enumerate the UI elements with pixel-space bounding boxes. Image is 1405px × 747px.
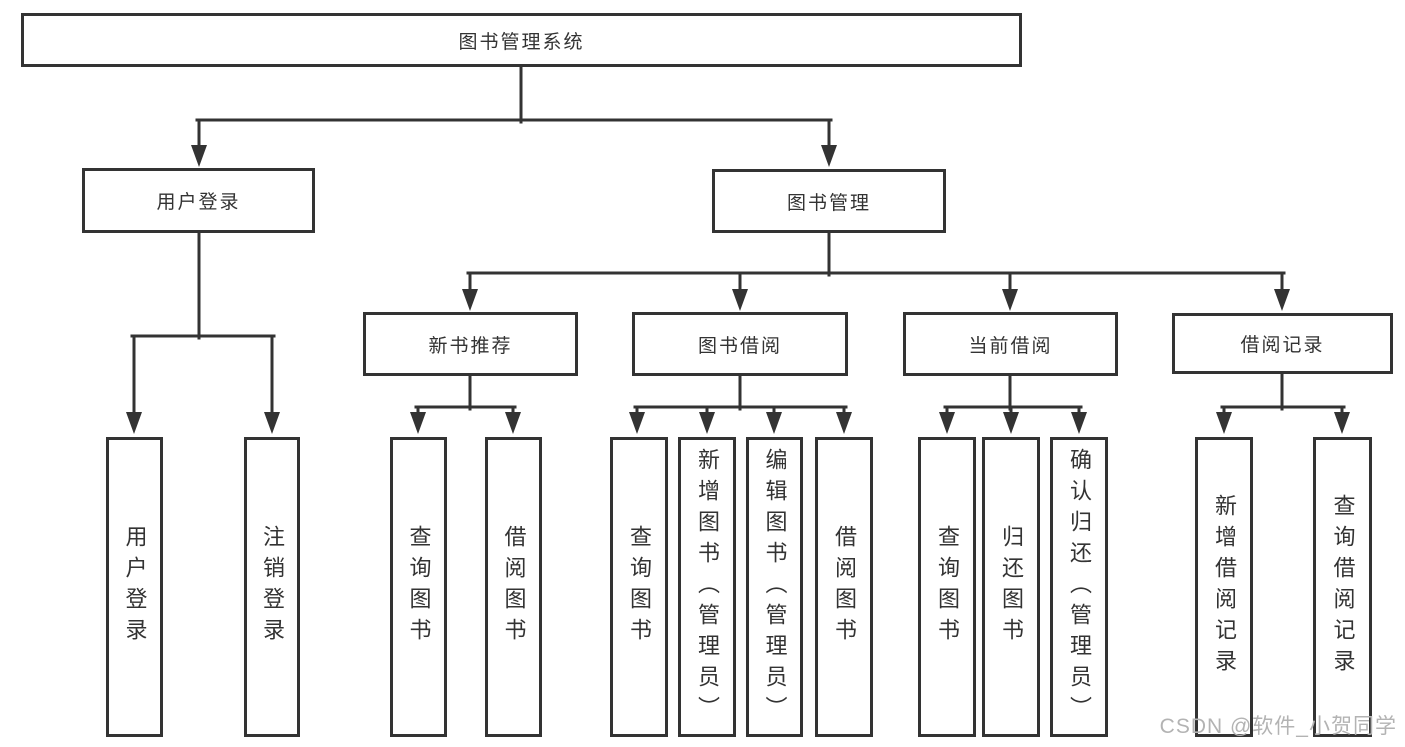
node-label: 图书管理系统 [458,31,585,53]
node-label: 借阅图书 [501,525,527,649]
node-label: 图书借阅 [697,335,782,357]
node-leaf-edit-books-admin: 编辑图书（管理员） [746,437,803,737]
node-book-management: 图书管理 [712,169,946,233]
node-label: 用户登录 [156,192,241,213]
node-leaf-query-books-borrowing: 查询图书 [610,437,668,737]
node-leaf-borrow-books-recommend: 借阅图书 [485,437,542,737]
node-label: 图书管理 [786,192,871,214]
node-user-login: 用户登录 [82,168,315,233]
node-leaf-borrow-books: 借阅图书 [815,437,873,737]
node-leaf-query-books-recommend: 查询图书 [390,437,447,737]
node-leaf-query-borrow-record: 查询借阅记录 [1313,437,1372,737]
node-label: 编辑图书（管理员） [762,447,788,727]
node-label: 当前借阅 [968,335,1053,357]
node-label: 注销登录 [260,525,285,649]
node-label: 新书推荐 [428,335,513,357]
csdn-watermark: CSDN @软件_小贺同学 [1159,715,1397,738]
node-leaf-add-borrow-record: 新增借阅记录 [1195,437,1253,737]
node-leaf-logout: 注销登录 [244,437,300,737]
node-leaf-return-books: 归还图书 [982,437,1040,737]
node-leaf-confirm-return-admin: 确认归还（管理员） [1050,437,1108,737]
node-borrowing-records: 借阅记录 [1172,313,1393,374]
node-label: 确认归还（管理员） [1067,447,1092,727]
node-label: 新增借阅记录 [1212,494,1237,680]
node-label: 借阅图书 [832,525,857,649]
node-leaf-add-books-admin: 新增图书（管理员） [678,437,736,737]
node-label: 查询借阅记录 [1330,494,1356,680]
node-label: 归还图书 [999,525,1024,649]
node-leaf-query-books-current: 查询图书 [918,437,976,737]
node-label: 查询图书 [935,525,960,649]
node-label: 借阅记录 [1240,335,1325,356]
node-label: 用户登录 [122,525,148,649]
node-leaf-user-login: 用户登录 [106,437,163,737]
node-label: 查询图书 [627,525,652,649]
node-label: 新增图书（管理员） [695,447,720,727]
node-book-borrowing: 图书借阅 [632,312,848,376]
node-label: 查询图书 [406,525,432,649]
node-new-book-recommend: 新书推荐 [363,312,578,376]
node-current-borrowing: 当前借阅 [903,312,1118,376]
node-system-root: 图书管理系统 [21,13,1022,67]
arrowheads [126,145,1350,434]
